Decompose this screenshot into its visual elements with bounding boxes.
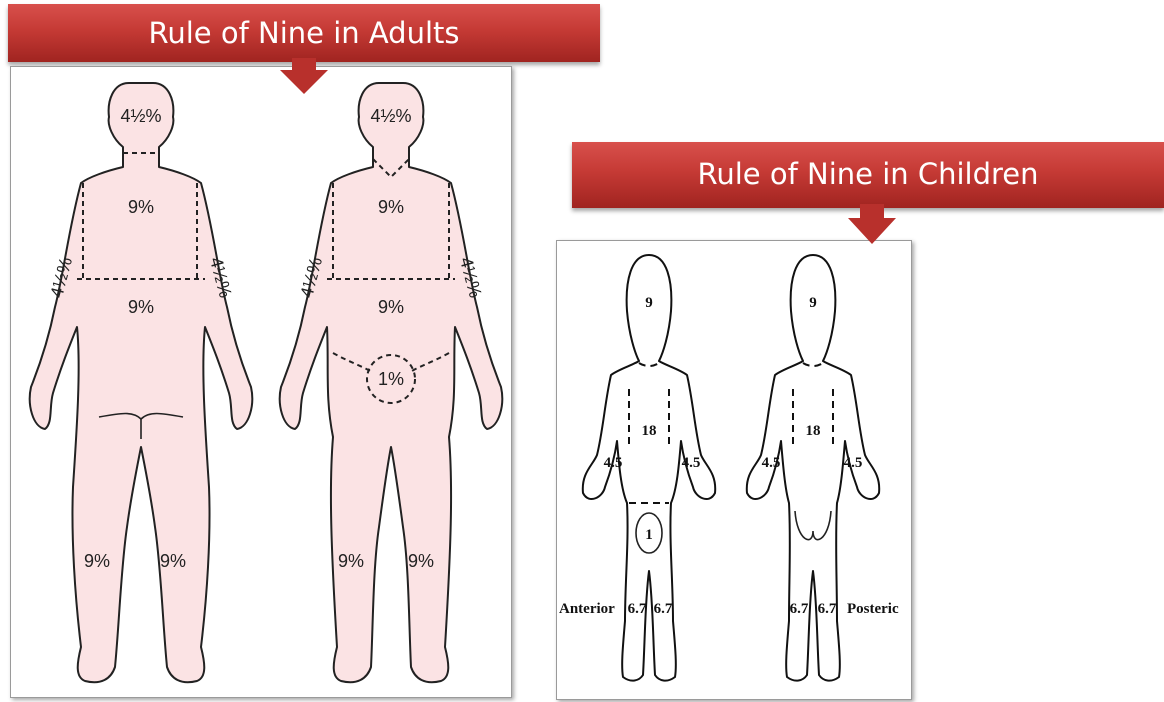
adult-front-figure: 4½% 9% 9% 1% 4½% 4½% 9% 9%: [280, 83, 502, 682]
children-title: Rule of Nine in Children: [572, 142, 1164, 189]
adult-back-upper-trunk-label: 9%: [128, 197, 154, 217]
adult-back-left-leg-label: 9%: [84, 551, 110, 571]
child-anterior-right-arm-label: 4.5: [682, 455, 701, 471]
adult-front-left-leg-label: 9%: [338, 551, 364, 571]
adult-back-head-label: 4½%: [120, 106, 161, 126]
child-posterior-caption: Posteric: [847, 601, 899, 617]
child-anterior-trunk-label: 18: [642, 423, 657, 439]
adult-back-figure: 4½% 9% 9% 4½% 4½% 9% 9%: [30, 83, 252, 682]
children-arrow-icon: [848, 204, 896, 244]
child-anterior-right-leg-label: 6.7: [654, 601, 673, 617]
adults-banner: Rule of Nine in Adults: [8, 4, 600, 62]
adults-diagram: 4½% 9% 9% 4½% 4½% 9% 9% 4½% 9% 9% 1% 4½%…: [11, 67, 511, 697]
child-posterior-left-arm-label: 4.5: [762, 455, 781, 471]
child-anterior-left-leg-label: 6.7: [628, 601, 647, 617]
children-banner: Rule of Nine in Children: [572, 142, 1164, 208]
child-anterior-left-arm-label: 4.5: [604, 455, 623, 471]
child-posterior-left-leg-label: 6.7: [790, 601, 809, 617]
child-posterior-right-arm-label: 4.5: [844, 455, 863, 471]
child-posterior-head-label: 9: [809, 295, 817, 311]
adult-front-head-label: 4½%: [370, 106, 411, 126]
adult-front-abdomen-label: 9%: [378, 297, 404, 317]
adult-front-right-leg-label: 9%: [408, 551, 434, 571]
child-posterior-trunk-label: 18: [806, 423, 821, 439]
child-posterior-right-leg-label: 6.7: [818, 601, 837, 617]
adults-diagram-panel: 4½% 9% 9% 4½% 4½% 9% 9% 4½% 9% 9% 1% 4½%…: [10, 66, 512, 698]
adult-front-chest-label: 9%: [378, 197, 404, 217]
children-diagram-panel: 9 18 4.5 4.5 1 6.7 6.7 Anterior 9 18 4.5…: [556, 240, 912, 700]
child-anterior-figure: 9 18 4.5 4.5 1 6.7 6.7 Anterior: [559, 255, 715, 681]
child-anterior-genitals-label: 1: [645, 527, 653, 543]
adult-front-genitals-label: 1%: [378, 369, 404, 389]
adult-back-right-leg-label: 9%: [160, 551, 186, 571]
child-anterior-head-label: 9: [645, 295, 653, 311]
children-diagram: 9 18 4.5 4.5 1 6.7 6.7 Anterior 9 18 4.5…: [557, 241, 911, 699]
child-posterior-figure: 9 18 4.5 4.5 6.7 6.7 Posteric: [747, 255, 899, 681]
child-anterior-caption: Anterior: [559, 601, 615, 617]
adult-back-lower-trunk-label: 9%: [128, 297, 154, 317]
adults-title: Rule of Nine in Adults: [8, 4, 600, 48]
